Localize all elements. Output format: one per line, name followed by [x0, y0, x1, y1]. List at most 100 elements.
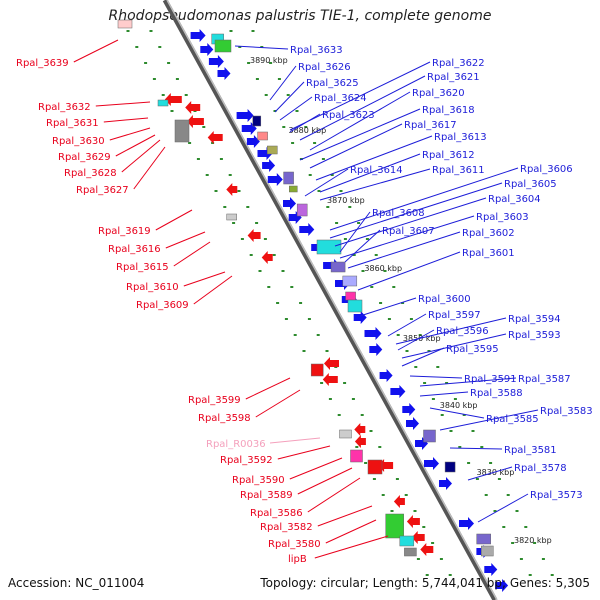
gene-arrow-forward [267, 173, 283, 186]
marker-dot [223, 206, 227, 208]
right-gene-label: Rpal_3614 [350, 165, 403, 176]
right-label-leader [429, 407, 485, 419]
marker-dot [467, 462, 471, 464]
gene-block [316, 239, 342, 255]
right-label-leader [339, 211, 371, 253]
marker-dot [425, 574, 429, 576]
marker-dot [175, 78, 179, 80]
right-gene-label: Rpal_3588 [470, 388, 523, 399]
right-gene-label: Rpal_3618 [422, 105, 475, 116]
left-gene-label: Rpal_3592 [220, 455, 273, 466]
marker-dot [237, 190, 241, 192]
marker-dot [238, 46, 242, 48]
right-gene-label: Rpal_3605 [504, 179, 557, 190]
right-label-leader [467, 466, 513, 481]
left-gene-label: Rpal_3598 [198, 413, 251, 424]
marker-dot [416, 558, 420, 560]
marker-dot [390, 510, 394, 512]
right-label-leader [274, 81, 305, 113]
marker-dot [205, 174, 209, 176]
marker-dot [489, 462, 493, 464]
left-label-leader [115, 134, 156, 157]
right-gene-label: Rpal_3603 [476, 212, 529, 223]
marker-dot [502, 526, 506, 528]
right-label-leader [395, 317, 507, 345]
scale-tick-label: 3830 kbp [477, 468, 515, 477]
gene-block [481, 545, 494, 557]
marker-dot [211, 142, 215, 144]
right-label-leader [289, 61, 431, 131]
label-leaders-layer [73, 39, 539, 559]
marker-dot [357, 222, 361, 224]
gene-block [283, 171, 294, 185]
right-label-leader [347, 231, 461, 269]
marker-dot [378, 446, 382, 448]
gene-arrow-reverse [411, 531, 425, 544]
right-label-leader [339, 215, 475, 259]
marker-dot [401, 302, 405, 304]
accession-text: Accession: NC_011004 [8, 576, 145, 590]
right-gene-label: Rpal_3573 [530, 490, 583, 501]
right-gene-label: Rpal_3591 [464, 374, 517, 385]
gene-block [385, 513, 404, 539]
marker-dot [316, 334, 320, 336]
right-gene-label: Rpal_3606 [520, 164, 573, 175]
gene-block [296, 203, 308, 217]
left-gene-label: lipB [288, 554, 307, 565]
gene-arrow-reverse [247, 229, 261, 242]
marker-dot [277, 78, 281, 80]
left-label-leader [193, 275, 233, 305]
marker-dot [330, 174, 334, 176]
right-label-leader [309, 91, 411, 151]
right-gene-label: Rpal_3626 [298, 62, 351, 73]
gene-arrow-forward [299, 223, 315, 236]
right-gene-label: Rpal_3607 [382, 226, 435, 237]
right-label-leader [439, 409, 539, 431]
marker-dot [284, 318, 288, 320]
marker-dot [524, 526, 528, 528]
right-label-leader [319, 168, 431, 201]
marker-dot [255, 222, 259, 224]
marker-dot [326, 206, 330, 208]
left-labels-layer: Rpal_3639Rpal_3632Rpal_3631Rpal_3630Rpal… [16, 58, 321, 565]
gene-arrow-forward [402, 403, 416, 416]
gene-block [339, 429, 352, 439]
gene-arrow-reverse [164, 93, 182, 106]
right-gene-label: Rpal_3578 [514, 463, 567, 474]
marker-dot [550, 574, 554, 576]
marker-dot [258, 270, 262, 272]
marker-dot [360, 414, 364, 416]
marker-dot [372, 478, 376, 480]
right-gene-label: Rpal_3581 [504, 445, 557, 456]
marker-dot [374, 254, 378, 256]
marker-dot [286, 94, 290, 96]
marker-dot [232, 222, 236, 224]
marker-dot [290, 286, 294, 288]
gene-arrow-reverse [393, 495, 405, 508]
gene-arrow-reverse [185, 101, 201, 114]
right-gene-label: Rpal_3597 [428, 310, 481, 321]
scale-tick-label: 3820 kbp [514, 536, 552, 545]
marker-dot [126, 30, 130, 32]
right-label-leader [299, 108, 421, 161]
marker-dot [404, 494, 408, 496]
gene-block [214, 39, 232, 53]
left-label-leader [173, 241, 211, 267]
left-gene-label: Rpal_3609 [136, 300, 189, 311]
marker-dot [440, 414, 444, 416]
gene-arrow-forward [369, 343, 383, 356]
gene-arrow-forward [424, 457, 439, 470]
marker-dot [229, 30, 233, 32]
gene-block [252, 115, 262, 127]
marker-dot [436, 366, 440, 368]
marker-dot [369, 430, 373, 432]
marker-dot [409, 318, 413, 320]
marker-dot [383, 270, 387, 272]
left-label-leader [314, 535, 389, 559]
marker-dot [196, 158, 200, 160]
right-label-leader [319, 153, 421, 193]
left-gene-label: Rpal_3615 [116, 262, 169, 273]
marker-dot [214, 190, 218, 192]
marker-dot [158, 46, 162, 48]
